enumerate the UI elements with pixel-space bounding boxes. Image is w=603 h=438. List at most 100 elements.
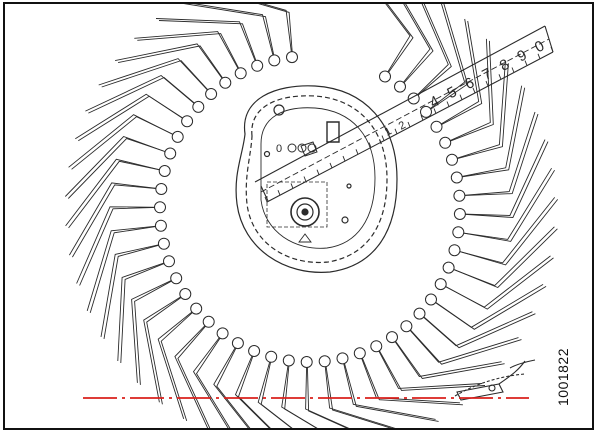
tine — [237, 350, 271, 428]
tine — [85, 74, 199, 112]
tine — [342, 358, 439, 422]
tine — [257, 356, 293, 428]
hub-assembly — [235, 85, 398, 273]
tine — [174, 321, 210, 428]
tine — [324, 361, 392, 428]
tine — [458, 167, 552, 240]
tine-ring — [190, 302, 203, 315]
tine-ring — [265, 350, 278, 363]
tine — [68, 160, 166, 229]
tine — [445, 40, 494, 144]
tine — [72, 184, 162, 258]
tine-ring — [163, 255, 175, 268]
scale-tick — [342, 155, 346, 162]
scale-small-digit: 2 — [397, 119, 408, 132]
tine-ring — [434, 278, 447, 291]
tine — [115, 43, 226, 83]
scale-digit: 7 — [479, 65, 494, 84]
tine-ring — [452, 226, 465, 239]
scale-tick — [368, 142, 372, 148]
tine — [440, 255, 551, 308]
tine-ring — [192, 100, 205, 113]
tine — [460, 141, 549, 218]
tine — [258, 4, 294, 58]
scale-small-digit: 1 — [383, 125, 394, 138]
tine — [425, 4, 466, 113]
tine — [342, 358, 436, 420]
tine-ring — [394, 80, 406, 93]
tine-ring — [439, 136, 452, 149]
tine — [449, 228, 558, 289]
tine-ring — [248, 345, 261, 357]
tine — [117, 260, 170, 362]
tine-ring — [154, 201, 166, 214]
tine — [88, 76, 200, 114]
scale-tick — [420, 115, 424, 121]
tine — [89, 225, 162, 314]
tine — [69, 182, 162, 256]
scale-tick — [459, 94, 463, 100]
tine-ring — [157, 237, 170, 250]
scale-tick — [433, 108, 437, 114]
scale-digit: 9 — [514, 47, 529, 66]
tine — [375, 345, 483, 389]
tine — [68, 114, 178, 168]
tine-ring — [450, 171, 463, 184]
scale-tick — [394, 128, 398, 134]
tine — [234, 350, 270, 428]
tine-ring — [282, 354, 295, 367]
tine — [459, 113, 539, 197]
tine — [459, 139, 546, 216]
tine — [456, 85, 523, 178]
tine — [448, 226, 555, 287]
tine — [436, 20, 483, 128]
scale-tick — [316, 169, 320, 175]
tine — [193, 4, 275, 61]
tine-ring — [446, 153, 458, 166]
tine — [86, 225, 161, 312]
tine — [324, 361, 396, 428]
tine — [384, 4, 411, 77]
tine — [103, 243, 165, 339]
scale-tick — [511, 67, 515, 73]
tine — [359, 353, 463, 406]
tine-ring — [453, 189, 466, 202]
tine — [158, 20, 259, 66]
tine — [76, 206, 161, 284]
tine-ring — [158, 165, 171, 177]
tine — [436, 18, 480, 128]
tine-ring — [353, 347, 366, 360]
tine-ring — [179, 288, 192, 300]
tine-ring — [164, 147, 177, 160]
tine-ring — [154, 219, 167, 232]
tine-mounting-rings — [154, 51, 466, 368]
tine — [118, 45, 227, 83]
tine — [399, 4, 431, 87]
scale-digit: 0 — [532, 37, 547, 56]
tine — [98, 58, 212, 95]
tine — [131, 277, 177, 383]
tine-ring — [216, 327, 229, 340]
tine — [262, 4, 293, 58]
figure-id-label: 1001822 — [555, 347, 571, 406]
scale-digit: 5 — [444, 83, 459, 102]
tine — [376, 345, 486, 391]
tine — [134, 31, 242, 74]
tine — [385, 4, 414, 77]
tine-ring — [231, 337, 244, 350]
scale-tick — [290, 183, 294, 189]
scale-tick — [355, 149, 359, 155]
tine — [78, 95, 188, 142]
tine-ring — [155, 183, 168, 195]
tine-ring — [268, 54, 281, 67]
tine — [79, 206, 161, 286]
tine — [414, 4, 452, 99]
scale-tick — [264, 196, 268, 203]
tine — [213, 342, 249, 428]
tine — [120, 260, 170, 364]
tine — [157, 308, 197, 420]
tine — [454, 197, 556, 264]
tine-ring — [318, 355, 331, 368]
tine — [413, 4, 449, 99]
